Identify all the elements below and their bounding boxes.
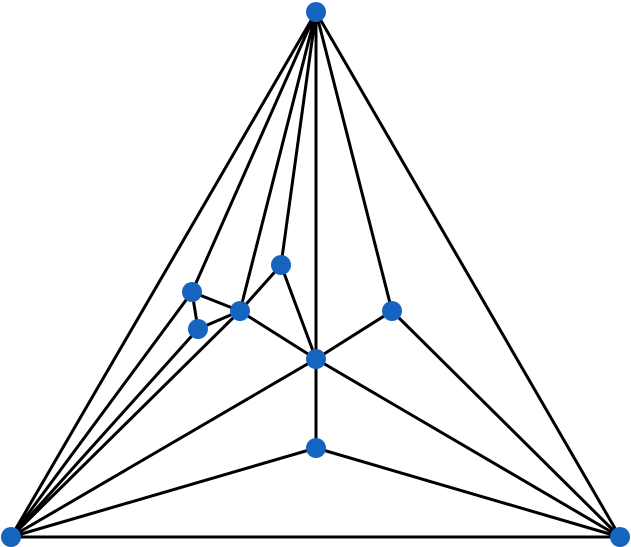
edge-upper-inner-center [279,263,318,361]
node-left-inner-b [188,319,208,339]
node-center [306,349,326,369]
node-right-inner [382,301,402,321]
edge-lower-center-bottom-right [314,446,622,539]
edges-layer [9,10,622,539]
node-bottom-left [1,527,21,547]
edge-left-inner-c-center [238,309,318,361]
edge-right-inner-bottom-right [390,309,622,539]
edge-top-left-inner-a [190,10,318,294]
node-bottom-right [610,527,630,547]
edge-top-bottom-left [9,10,318,539]
node-left-inner-a [182,282,202,302]
edge-top-right-inner [314,10,394,313]
node-upper-inner [271,255,291,275]
node-top [306,2,326,22]
edge-right-inner-center [314,309,394,361]
edge-left-inner-c-upper-inner [238,263,283,313]
edge-center-bottom-right [314,357,622,539]
node-lower-center [306,438,326,458]
node-left-inner-c [230,301,250,321]
edge-center-bottom-left [9,357,318,539]
edge-lower-center-bottom-left [9,446,318,539]
edge-bottom-left-left-inner-b [9,327,200,539]
edge-bottom-left-left-inner-a [9,290,194,539]
edge-top-left-inner-c [238,10,318,313]
edge-bottom-left-left-inner-c [9,309,242,539]
edge-top-upper-inner [279,10,318,267]
edge-top-bottom-right [314,10,622,539]
